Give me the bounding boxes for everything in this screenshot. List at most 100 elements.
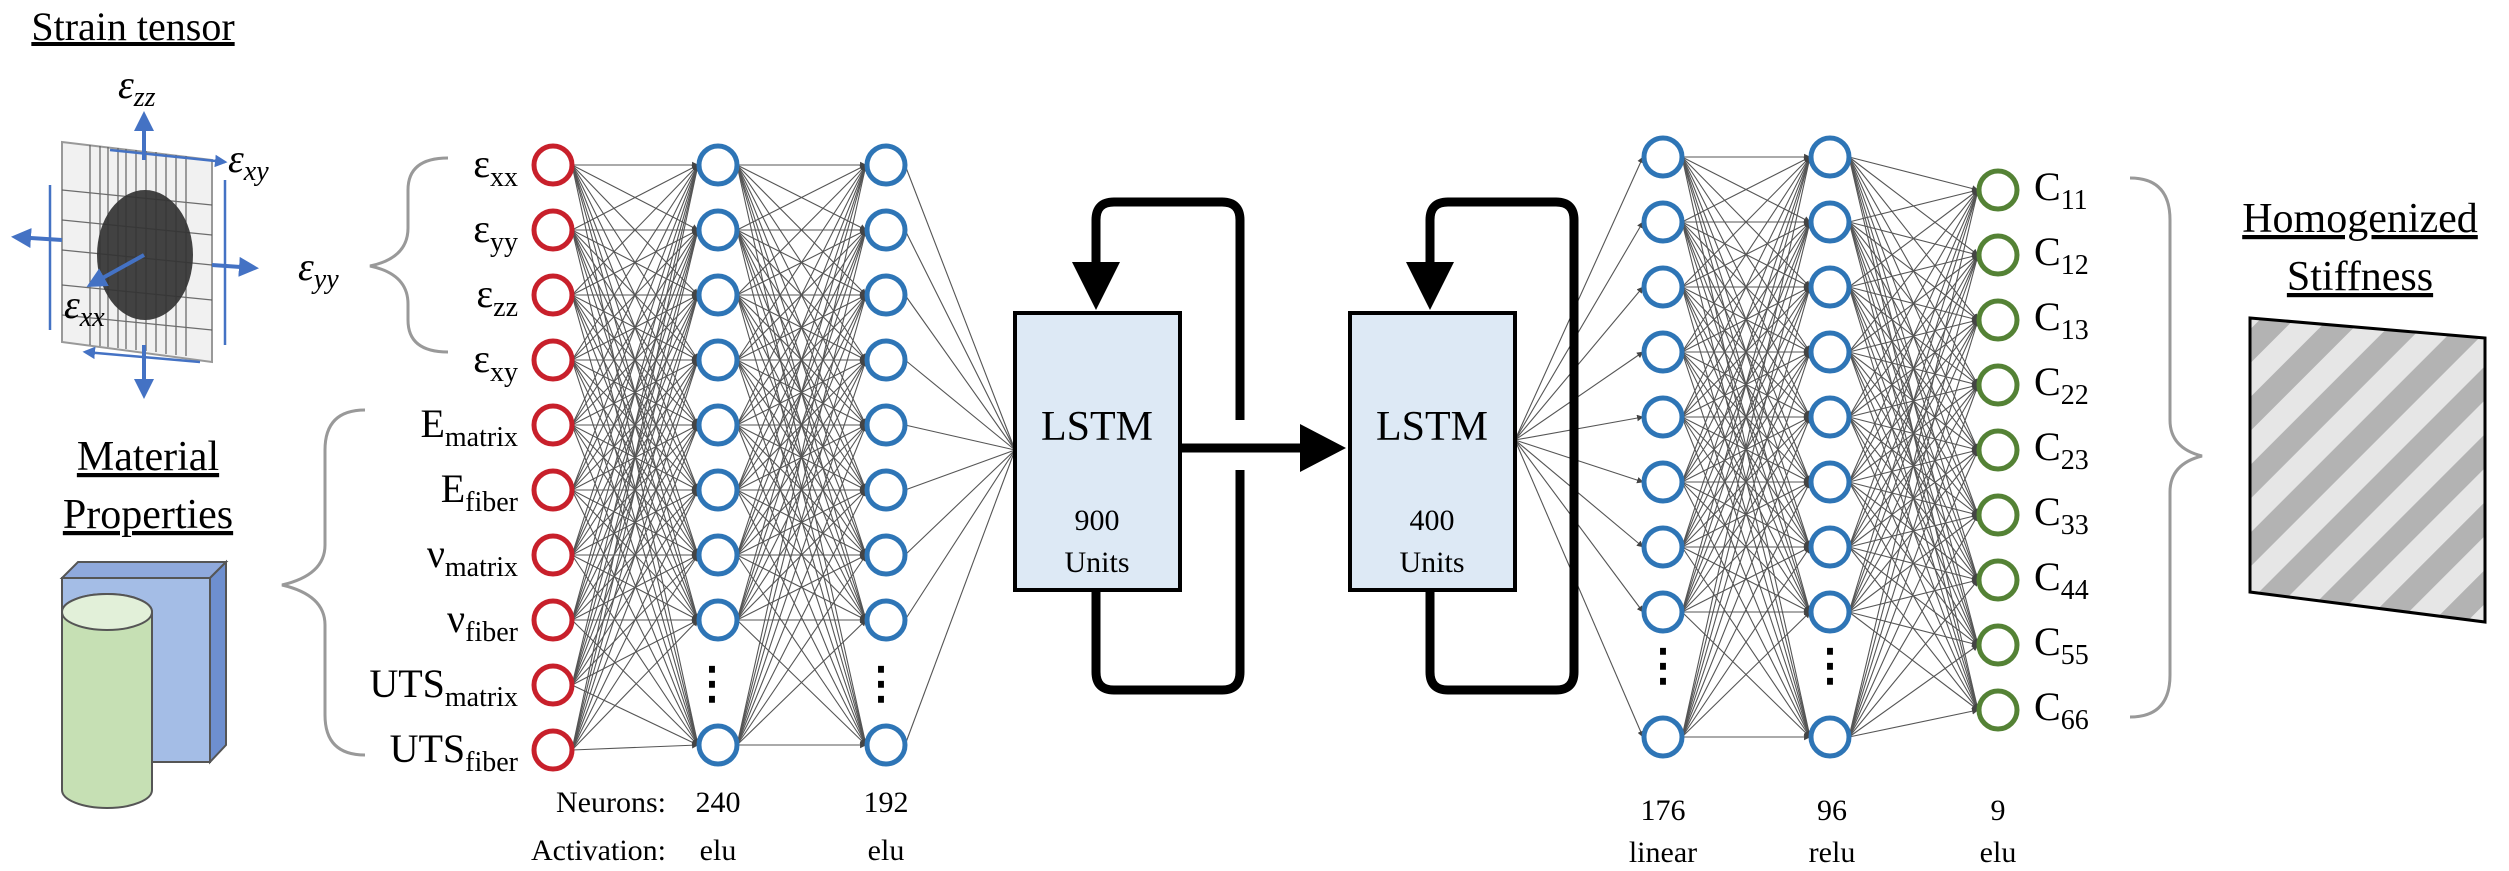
material-title-line2: Properties bbox=[63, 492, 233, 538]
output-node-0 bbox=[1976, 168, 2020, 212]
edge-hidden-4-7-to-output-1 bbox=[1848, 254, 1980, 613]
input-label-sub: xy bbox=[490, 357, 518, 388]
output-label-sub: 44 bbox=[2061, 575, 2089, 606]
edge-hidden-3-7-to-hidden-4-6 bbox=[1681, 546, 1811, 613]
input-label-sub: fiber bbox=[465, 617, 519, 648]
input-label-sub: matrix bbox=[445, 422, 518, 453]
edge-hidden-4-8-to-output-5 bbox=[1848, 514, 1979, 738]
edge-hidden-3-8-to-hidden-4-2 bbox=[1681, 286, 1812, 738]
edge-lstm-2-to-hidden-3-7 bbox=[1514, 439, 1644, 613]
edge-hidden-4-7-to-output-4 bbox=[1848, 449, 1979, 613]
hidden-2-node-7 bbox=[864, 598, 908, 642]
hidden-3-node-2 bbox=[1641, 265, 1685, 309]
input-label-sub: fiber bbox=[465, 487, 519, 518]
output-node-1 bbox=[1976, 233, 2020, 277]
edge-hidden-4-8-to-output-3 bbox=[1848, 384, 1980, 738]
ellipsis-layer-3: ⋮ bbox=[1641, 641, 1685, 690]
edge-hidden-1-1-to-hidden-2-0 bbox=[736, 164, 867, 231]
ellipsis-layer-1: ⋮ bbox=[690, 659, 734, 708]
network-nodes bbox=[531, 135, 2020, 772]
edge-hidden-1-4-to-hidden-2-0 bbox=[736, 164, 867, 426]
edge-hidden-2-6-to-lstm-1 bbox=[904, 449, 1016, 556]
edge-hidden-3-8-to-hidden-4-6 bbox=[1681, 546, 1811, 738]
output-label-base: C bbox=[2034, 619, 2061, 664]
hidden-1-node-5 bbox=[696, 468, 740, 512]
lstm1-recurrent-loop-bottom bbox=[1091, 470, 1245, 695]
neurons-row-label: Neurons: bbox=[556, 786, 666, 819]
edge-input-4-to-hidden-1-0 bbox=[571, 164, 699, 426]
edge-hidden-4-6-to-output-0 bbox=[1848, 189, 1980, 548]
input-node-6 bbox=[531, 533, 575, 577]
input-label-2: εzz bbox=[476, 271, 518, 323]
input-label-0: εxx bbox=[473, 141, 518, 193]
input-braces bbox=[281, 156, 449, 757]
lstm2-loop-arrowhead bbox=[1406, 262, 1454, 310]
ellipsis-layer-4: ⋮ bbox=[1808, 641, 1852, 690]
output-label-base: C bbox=[2034, 554, 2061, 599]
edge-hidden-1-7-to-hidden-2-1 bbox=[736, 229, 868, 621]
output-label-0: C11 bbox=[2034, 164, 2088, 216]
edge-lstm-2-to-hidden-3-2 bbox=[1514, 286, 1644, 441]
edge-hidden-1-3-to-hidden-2-0 bbox=[736, 164, 867, 361]
hidden-4-node-0 bbox=[1808, 135, 1852, 179]
input-labels: εxxεyyεzzεxyEmatrixEfiberνmatrixνfiberUT… bbox=[369, 141, 518, 778]
layer-info: Neurons: Activation: 240 elu 192 elu 176… bbox=[531, 786, 2016, 869]
hidden-3-node-3 bbox=[1641, 330, 1685, 374]
layer-5-activation: elu bbox=[1980, 836, 2017, 869]
input-label-base: ε bbox=[476, 271, 493, 316]
output-label-sub: 13 bbox=[2061, 315, 2089, 346]
hidden-2-node-2 bbox=[864, 273, 908, 317]
edge-input-3-to-hidden-1-0 bbox=[571, 164, 699, 361]
input-node-0 bbox=[531, 143, 575, 187]
edge-lstm-2-to-hidden-3-3 bbox=[1514, 351, 1644, 441]
hidden-3-node-5 bbox=[1641, 460, 1685, 504]
edge-hidden-4-2-to-output-0 bbox=[1848, 189, 1979, 288]
edge-hidden-1-7-to-hidden-2-6 bbox=[736, 554, 867, 621]
layer-5-neurons: 9 bbox=[1991, 794, 2006, 827]
input-label-3: εxy bbox=[473, 336, 518, 388]
composite-material-icon bbox=[59, 559, 229, 809]
output-label-base: C bbox=[2034, 684, 2061, 729]
edge-hidden-4-3-to-output-0 bbox=[1848, 189, 1979, 353]
input-label-sub: yy bbox=[490, 227, 518, 258]
edge-lstm-2-to-hidden-3-8 bbox=[1514, 439, 1644, 738]
edge-hidden-1-8-to-hidden-2-1 bbox=[736, 229, 868, 746]
input-node-5 bbox=[531, 468, 575, 512]
output-node-8 bbox=[1976, 688, 2020, 732]
output-label-3: C22 bbox=[2034, 359, 2089, 411]
lstm-1-units-word: Units bbox=[1064, 546, 1129, 579]
hidden-2-node-0 bbox=[864, 143, 908, 187]
hidden-1-node-7 bbox=[696, 598, 740, 642]
edge-hidden-1-8-to-hidden-2-4 bbox=[736, 424, 867, 746]
hidden-4-node-5 bbox=[1808, 460, 1852, 504]
strain-arrows bbox=[11, 111, 259, 399]
input-label-5: Efiber bbox=[441, 466, 519, 518]
hidden-2-node-1 bbox=[864, 208, 908, 252]
edge-hidden-2-2-to-lstm-1 bbox=[904, 294, 1016, 451]
edge-hidden-1-7-to-hidden-2-3 bbox=[736, 359, 867, 621]
edge-hidden-3-7-to-hidden-4-5 bbox=[1681, 481, 1811, 613]
hidden-3-node-1 bbox=[1641, 200, 1685, 244]
hidden-4-node-2 bbox=[1808, 265, 1852, 309]
edge-hidden-3-7-to-hidden-4-3 bbox=[1681, 351, 1811, 613]
input-node-8 bbox=[531, 663, 575, 707]
output-label-sub: 11 bbox=[2061, 185, 2088, 216]
hidden-3-node-6 bbox=[1641, 525, 1685, 569]
edge-hidden-1-7-to-hidden-2-0 bbox=[736, 164, 868, 621]
edge-input-8-to-hidden-1-0 bbox=[571, 164, 700, 686]
strain-label-zz: εzz bbox=[118, 62, 156, 113]
edge-hidden-3-7-to-hidden-4-4 bbox=[1681, 416, 1811, 613]
output-brace bbox=[2129, 176, 2203, 719]
edge-hidden-4-7-to-output-6 bbox=[1848, 578, 1979, 613]
hidden-1-node-6 bbox=[696, 533, 740, 577]
edge-input-7-to-hidden-1-0 bbox=[571, 164, 700, 621]
stiffness-title-line1: Homogenized bbox=[2242, 196, 2478, 242]
lstm-1-label: LSTM bbox=[1041, 404, 1153, 450]
edge-hidden-4-8-to-output-4 bbox=[1848, 449, 1979, 738]
strain-label-xy: εxy bbox=[228, 136, 269, 187]
edge-lstm-2-to-hidden-3-0 bbox=[1514, 156, 1644, 441]
layer-3-activation: linear bbox=[1629, 836, 1697, 869]
edge-input-2-to-hidden-1-0 bbox=[571, 164, 699, 296]
edge-input-9-to-hidden-1-6 bbox=[571, 554, 699, 751]
